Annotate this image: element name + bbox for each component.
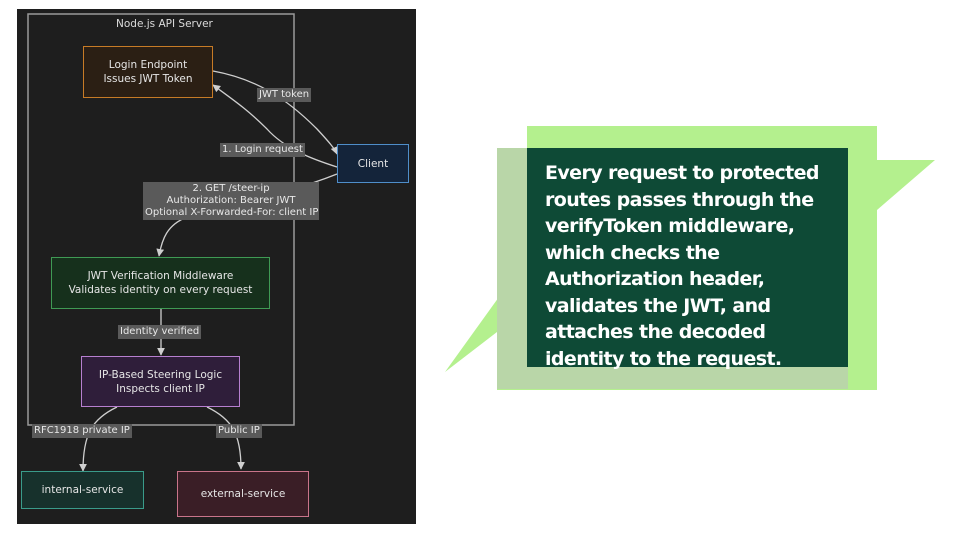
edge-label-jwt-token: JWT token xyxy=(257,88,312,102)
get-request-line-2: Authorization: Bearer JWT xyxy=(166,195,296,206)
steering-logic-node: IP-Based Steering Logic Inspects client … xyxy=(81,356,240,407)
callout-panel xyxy=(527,148,848,367)
edge-public-ip xyxy=(206,406,245,470)
edge-jwt-token xyxy=(212,70,339,155)
edge-label-login-request: 1. Login request xyxy=(220,143,305,157)
edge-label-identity-verified: Identity verified xyxy=(118,325,202,339)
external-service-node: external-service xyxy=(177,471,309,517)
edge-label-private-ip: RFC1918 private IP xyxy=(32,424,132,438)
jwt-middleware-node: JWT Verification Middleware Validates id… xyxy=(51,257,270,309)
internal-service-label: internal-service xyxy=(41,484,124,496)
login-endpoint-title: Login Endpoint xyxy=(108,59,188,71)
get-request-line-3: Optional X-Forwarded-For: client IP xyxy=(145,207,319,218)
jwt-middleware-title: JWT Verification Middleware xyxy=(87,270,234,282)
edge-label-public-ip: Public IP xyxy=(216,424,262,438)
edge-login-request xyxy=(212,84,338,168)
architecture-diagram: Node.js API Server Login Endpoint Issues… xyxy=(17,9,416,524)
internal-service-node: internal-service xyxy=(21,471,144,509)
callout-text: Every request to protected routes passes… xyxy=(545,162,819,370)
edge-private-ip xyxy=(79,406,118,472)
external-service-label: external-service xyxy=(200,488,286,500)
jwt-middleware-subtitle: Validates identity on every request xyxy=(68,284,253,296)
steering-logic-subtitle: Inspects client IP xyxy=(116,382,205,395)
steering-logic-title: IP-Based Steering Logic xyxy=(98,368,223,381)
api-server-group-title: Node.js API Server xyxy=(116,18,213,30)
login-endpoint-subtitle: Issues JWT Token xyxy=(103,73,193,85)
client-node: Client xyxy=(337,144,409,183)
callout-bubble xyxy=(445,126,935,390)
edge-label-get-request: 2. GET /steer-ip Authorization: Bearer J… xyxy=(143,182,319,220)
login-endpoint-node: Login Endpoint Issues JWT Token xyxy=(83,46,213,98)
client-label: Client xyxy=(357,157,389,170)
get-request-line-1: 2. GET /steer-ip xyxy=(192,183,270,194)
